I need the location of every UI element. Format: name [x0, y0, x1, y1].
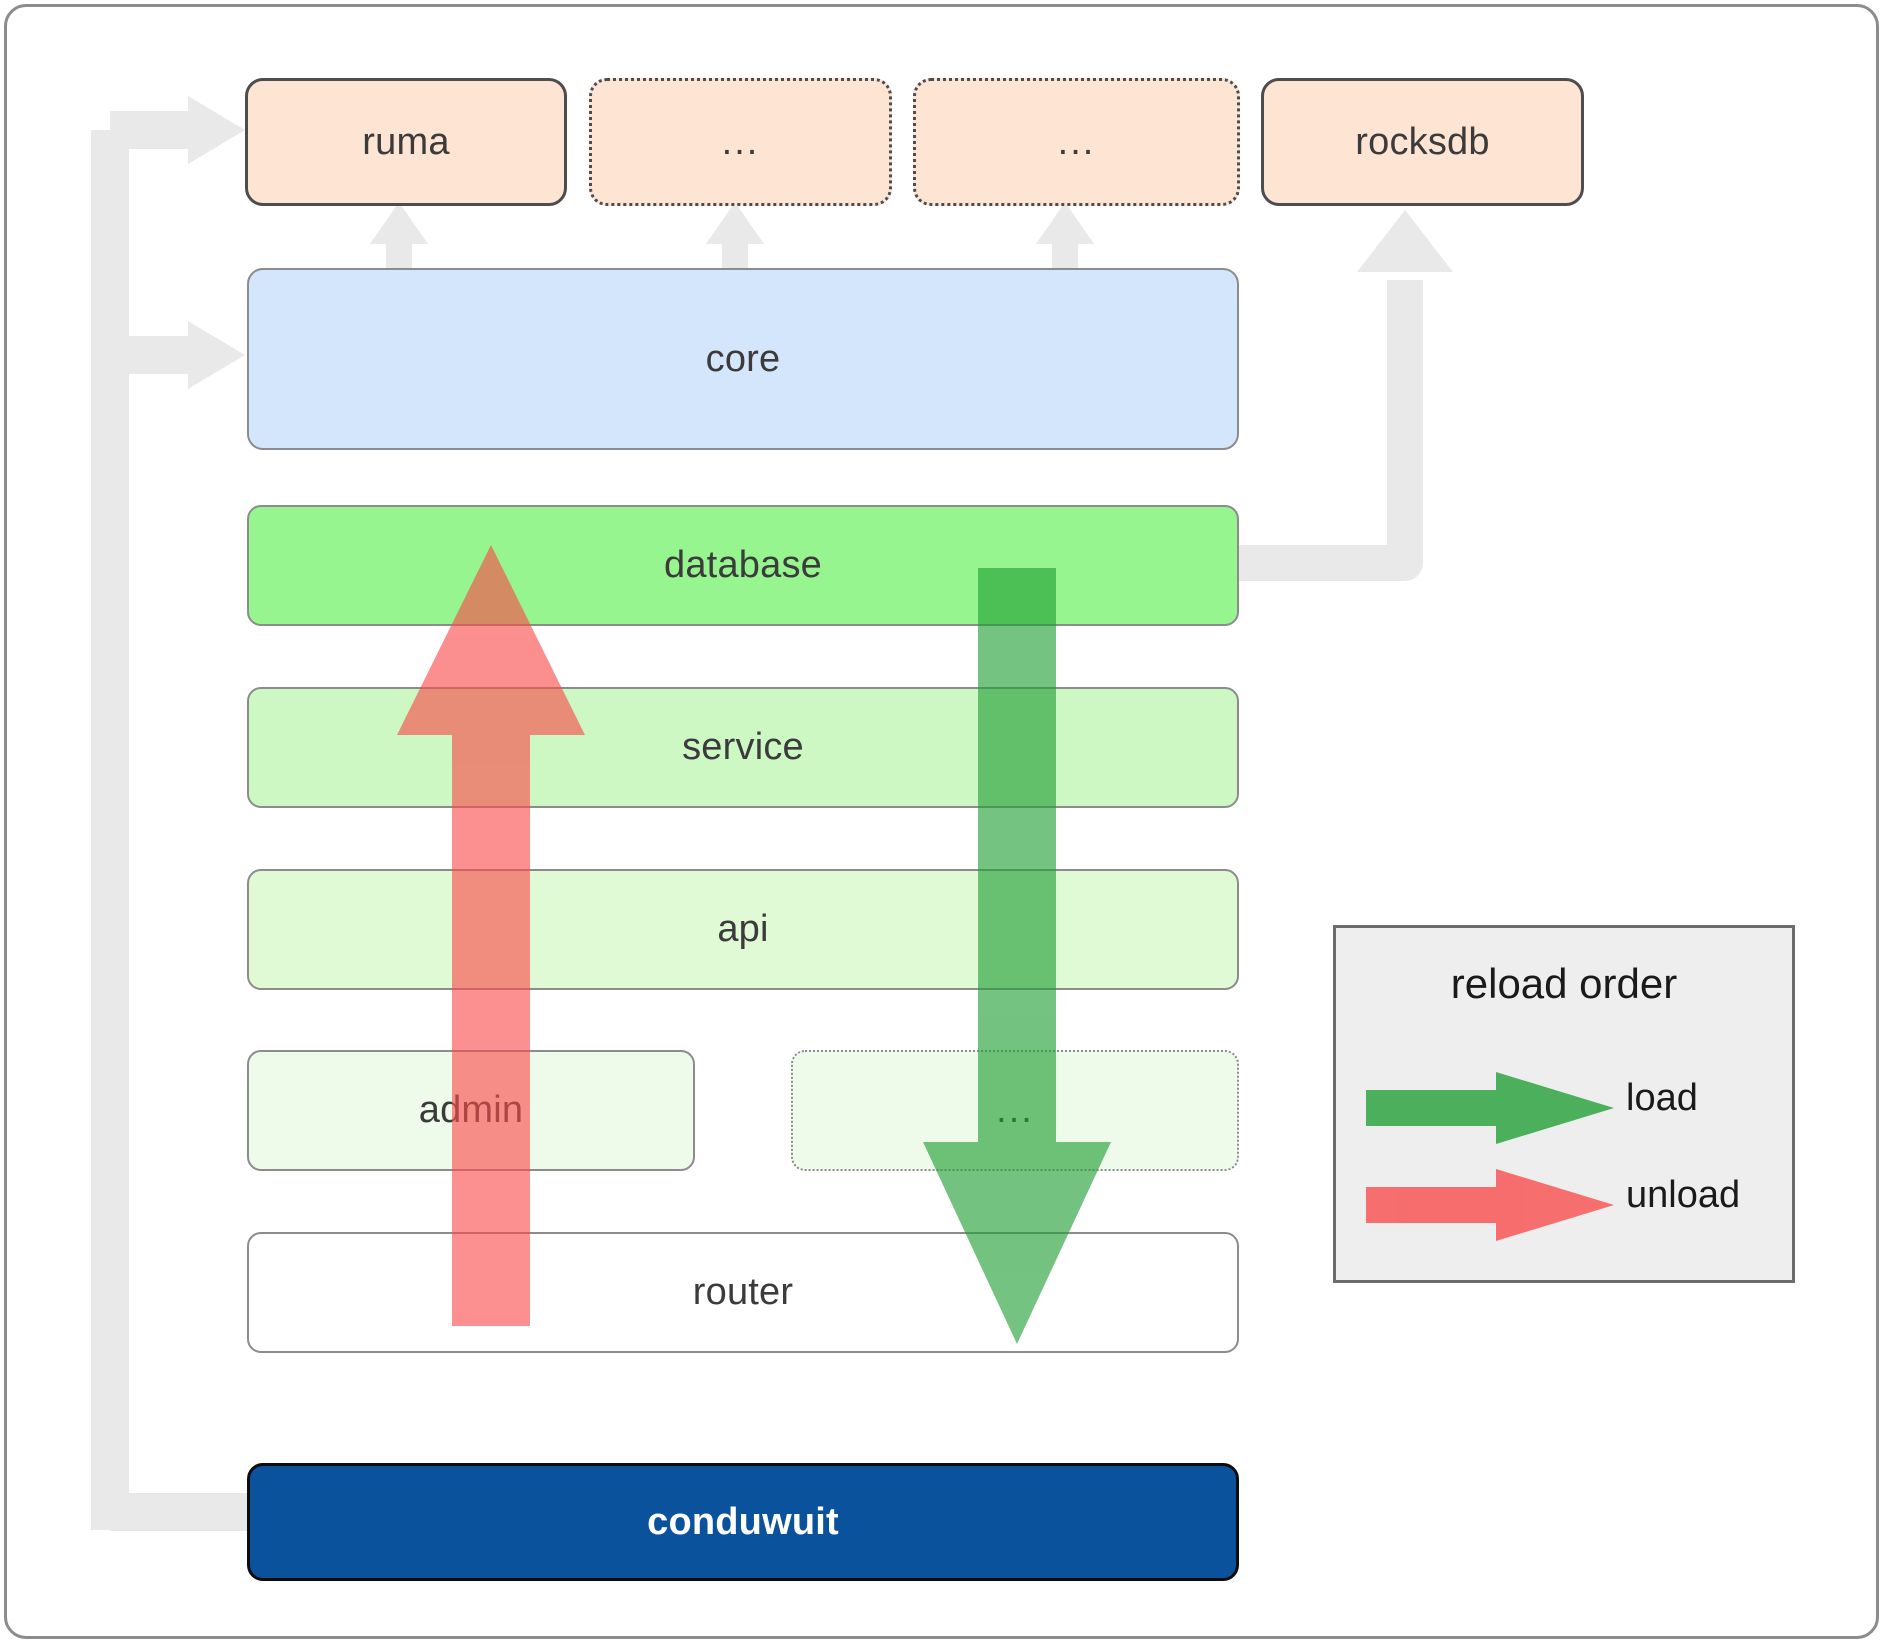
legend-label-load: load	[1626, 1077, 1698, 1119]
layer-label-admin: admin	[418, 1089, 524, 1131]
dependency-node-ruma[interactable]: ruma	[245, 78, 567, 206]
layer-node-service[interactable]: service	[247, 687, 1239, 808]
dependency-node-etc-1[interactable]: ...	[589, 78, 892, 206]
dependency-label-ruma: ruma	[362, 120, 450, 163]
layer-label-database: database	[664, 544, 822, 586]
layer-node-etc[interactable]: ...	[791, 1050, 1239, 1171]
dependency-label-etc-2: ...	[1057, 120, 1096, 163]
legend-row-load: load	[1336, 1063, 1792, 1153]
layer-label-service: service	[682, 726, 804, 768]
legend-row-unload: unload	[1336, 1160, 1792, 1250]
application-node-conduwuit[interactable]: conduwuit	[247, 1463, 1239, 1581]
layer-label-etc: ...	[996, 1089, 1034, 1132]
layer-label-api: api	[717, 908, 769, 950]
dependency-node-rocksdb[interactable]: rocksdb	[1261, 78, 1584, 206]
layer-node-database[interactable]: database	[247, 505, 1239, 626]
legend-arrow-load-icon	[1366, 1072, 1614, 1144]
layer-label-core: core	[705, 337, 781, 380]
legend-arrow-load-head	[1496, 1072, 1614, 1144]
legend-box: reload order load unload	[1333, 925, 1795, 1283]
legend-title: reload order	[1450, 960, 1678, 1007]
legend-label-unload: unload	[1626, 1174, 1741, 1216]
legend-arrow-unload-icon	[1366, 1169, 1614, 1241]
dependency-label-rocksdb: rocksdb	[1355, 120, 1490, 163]
application-label-conduwuit: conduwuit	[647, 1500, 839, 1543]
layer-node-router[interactable]: router	[247, 1232, 1239, 1353]
layer-label-router: router	[692, 1271, 794, 1313]
dependency-node-etc-2[interactable]: ...	[913, 78, 1240, 206]
layer-node-admin[interactable]: admin	[247, 1050, 695, 1171]
layer-node-core[interactable]: core	[247, 268, 1239, 450]
legend-arrow-load-shaft	[1366, 1090, 1516, 1126]
diagram-frame	[4, 4, 1879, 1639]
legend-arrow-unload-head	[1496, 1169, 1614, 1241]
layer-node-api[interactable]: api	[247, 869, 1239, 990]
dependency-label-etc-1: ...	[721, 120, 760, 163]
legend-arrow-unload-shaft	[1366, 1187, 1516, 1223]
